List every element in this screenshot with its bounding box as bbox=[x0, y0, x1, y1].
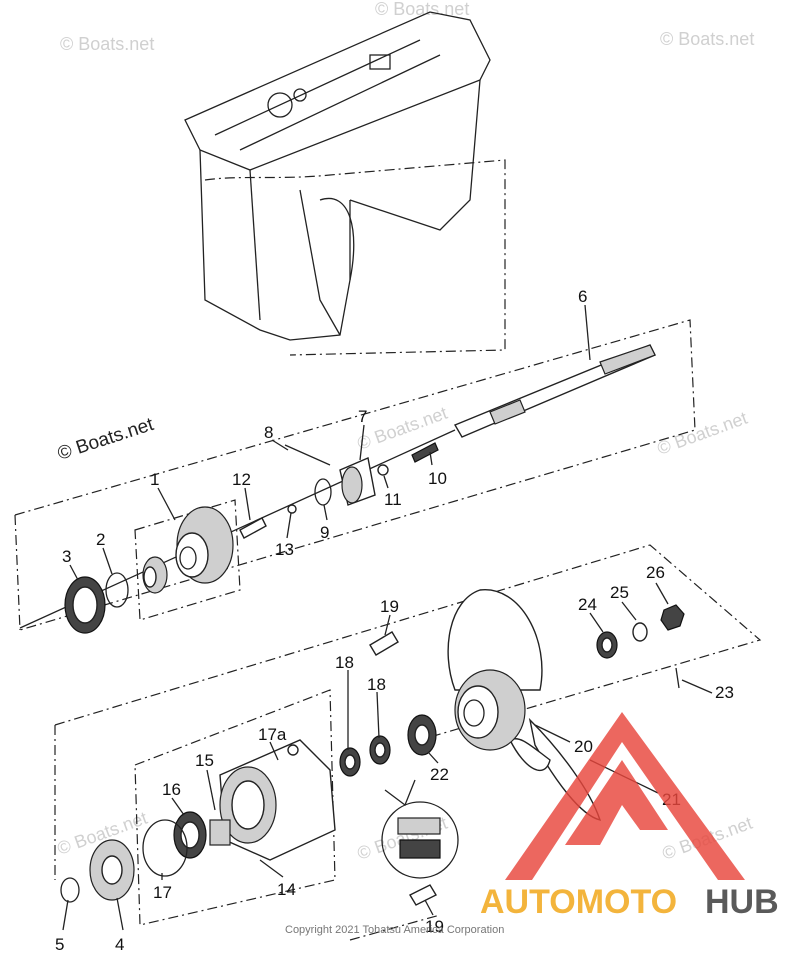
part-label-9: 9 bbox=[320, 523, 329, 542]
part-label-18b: 18 bbox=[367, 675, 386, 694]
part-label-19a: 19 bbox=[380, 597, 399, 616]
thrust-hub bbox=[407, 714, 437, 756]
spring-ring bbox=[314, 478, 332, 506]
logo-triangle-mark bbox=[505, 712, 745, 880]
watermark-text: © Boats.net bbox=[375, 0, 469, 19]
part-label-25: 25 bbox=[610, 583, 629, 602]
propeller-shaft bbox=[19, 344, 656, 629]
part-label-13: 13 bbox=[275, 540, 294, 559]
lower-assembly-outline bbox=[54, 544, 762, 941]
part-label-17a: 17a bbox=[258, 725, 287, 744]
housing-bolt-top bbox=[369, 631, 399, 656]
o-ring bbox=[142, 819, 188, 877]
gear-case-housing bbox=[184, 11, 506, 356]
copyright-text: Copyright 2021 Tohatsu America Corporati… bbox=[285, 924, 504, 936]
part-label-8: 8 bbox=[264, 423, 273, 442]
part-label-3: 3 bbox=[62, 547, 71, 566]
part-label-18a: 18 bbox=[335, 653, 354, 672]
forward-gear bbox=[175, 506, 234, 584]
shift-plunger bbox=[239, 517, 267, 539]
watermark-text: © Boats.net bbox=[60, 34, 154, 54]
part-number-labels: 6 7 8 9 10 11 12 13 1 2 3 19 18 18 17a 1… bbox=[55, 287, 734, 954]
reverse-gear bbox=[89, 839, 135, 901]
automotohub-logo: AUTOMOTO HUB bbox=[480, 712, 779, 921]
seal-detail-callout bbox=[381, 779, 459, 879]
bearing-housing bbox=[209, 739, 336, 861]
housing-bolt-bottom bbox=[409, 884, 437, 906]
part-label-26: 26 bbox=[646, 563, 665, 582]
needle-bearing bbox=[142, 556, 168, 594]
part-label-10: 10 bbox=[428, 469, 447, 488]
part-label-19b: 19 bbox=[425, 917, 444, 936]
steel-ball bbox=[287, 504, 297, 514]
part-label-23: 23 bbox=[715, 683, 734, 702]
watermark-text-dark: © Boats.net bbox=[55, 414, 157, 465]
logo-text-secondary: HUB bbox=[705, 883, 779, 921]
part-label-22: 22 bbox=[430, 765, 449, 784]
part-label-12: 12 bbox=[232, 470, 251, 489]
part-label-6: 6 bbox=[578, 287, 587, 306]
part-label-2: 2 bbox=[96, 530, 105, 549]
thrust-washer bbox=[60, 877, 80, 903]
ball-bearing bbox=[64, 576, 106, 634]
spacer bbox=[596, 631, 618, 659]
part-label-14: 14 bbox=[277, 880, 296, 899]
carrier-bearing bbox=[173, 811, 207, 859]
return-spring bbox=[411, 442, 439, 463]
cross-pin bbox=[284, 444, 331, 466]
watermark-text: © Boats.net bbox=[655, 408, 750, 459]
shim-ring bbox=[105, 572, 129, 608]
logo-text-primary: AUTOMOTO bbox=[480, 883, 677, 921]
part-label-17: 17 bbox=[153, 883, 172, 902]
part-label-4: 4 bbox=[115, 935, 124, 954]
prop-washer bbox=[632, 622, 648, 642]
part-label-15: 15 bbox=[195, 751, 214, 770]
prop-nut bbox=[660, 604, 685, 631]
cotter-pin bbox=[675, 667, 680, 689]
clutch-dog bbox=[339, 457, 389, 506]
watermarks: © Boats.net © Boats.net © Boats.net © Bo… bbox=[55, 0, 755, 864]
part-label-24: 24 bbox=[578, 595, 597, 614]
part-label-16: 16 bbox=[162, 780, 181, 799]
watermark-text: © Boats.net bbox=[660, 29, 754, 49]
part-label-5: 5 bbox=[55, 935, 64, 954]
oil-seal-pair bbox=[339, 735, 391, 777]
part-label-7: 7 bbox=[358, 407, 367, 426]
part-label-11: 11 bbox=[384, 490, 402, 509]
part-label-1: 1 bbox=[150, 470, 159, 489]
part-label-20: 20 bbox=[574, 737, 593, 756]
